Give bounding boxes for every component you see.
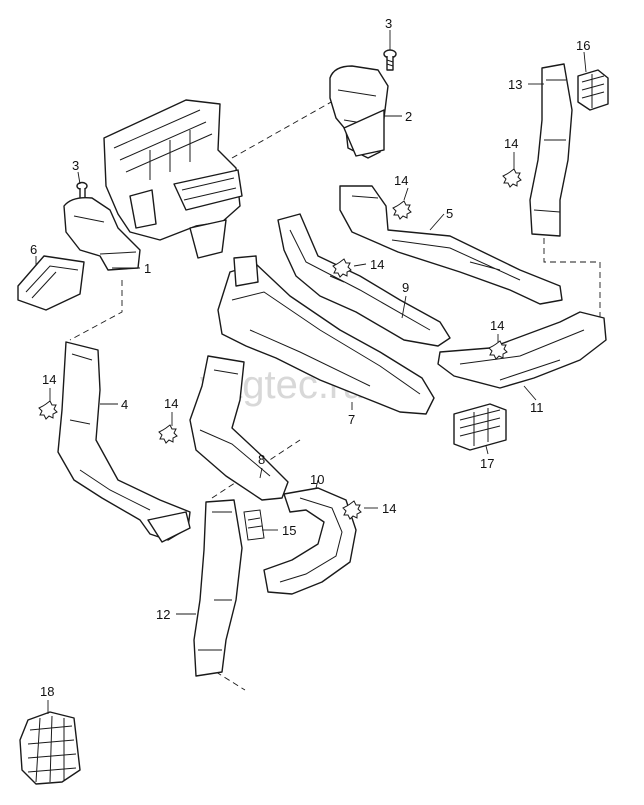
callout-14[interactable]: 14 [382,501,396,516]
callout-3[interactable]: 3 [72,158,79,173]
leader-lines [35,30,587,714]
callout-7[interactable]: 7 [348,412,355,427]
part-16-vent[interactable] [577,69,609,111]
callout-18[interactable]: 18 [40,684,54,699]
part-11-channel[interactable] [437,311,607,389]
part-12-duct[interactable] [193,499,243,677]
callout-4[interactable]: 4 [121,397,128,412]
part-5-channel[interactable] [339,185,563,305]
callout-14[interactable]: 14 [504,136,518,151]
callout-14[interactable]: 14 [42,372,56,387]
part-13-duct[interactable] [529,63,573,237]
callout-2[interactable]: 2 [405,109,412,124]
callout-12[interactable]: 12 [156,607,170,622]
callout-1[interactable]: 1 [144,261,151,276]
part-14-clips[interactable] [38,168,522,520]
part-9-channel[interactable] [277,213,451,347]
part-6-outlet[interactable] [17,255,85,311]
part-2-duct[interactable] [329,65,389,159]
part-4-duct[interactable] [57,341,191,543]
part-18-grille[interactable] [19,711,81,785]
callout-3[interactable]: 3 [385,16,392,31]
part-1-duct[interactable] [63,196,141,271]
callout-14[interactable]: 14 [164,396,178,411]
callout-5[interactable]: 5 [446,206,453,221]
part-10-duct[interactable] [263,487,357,595]
callout-17[interactable]: 17 [480,456,494,471]
callout-14[interactable]: 14 [394,173,408,188]
callout-14[interactable]: 14 [370,257,384,272]
callout-16[interactable]: 16 [576,38,590,53]
callout-15[interactable]: 15 [282,523,296,538]
callout-14[interactable]: 14 [490,318,504,333]
part-17-vent[interactable] [453,403,507,451]
heater-box[interactable] [103,99,243,259]
part-7-duct[interactable] [217,255,435,415]
callout-11[interactable]: 11 [530,400,544,415]
callout-10[interactable]: 10 [310,472,324,487]
part-15-clip[interactable] [243,509,265,541]
part-3-bolt-top[interactable] [383,49,397,71]
callout-6[interactable]: 6 [30,242,37,257]
callout-9[interactable]: 9 [402,280,409,295]
callouts: 1 2 3 3 4 5 6 7 8 9 10 11 12 13 14 14 14… [30,16,590,699]
callout-13[interactable]: 13 [508,77,522,92]
callout-8[interactable]: 8 [258,452,265,467]
part-8-duct[interactable] [189,355,289,501]
